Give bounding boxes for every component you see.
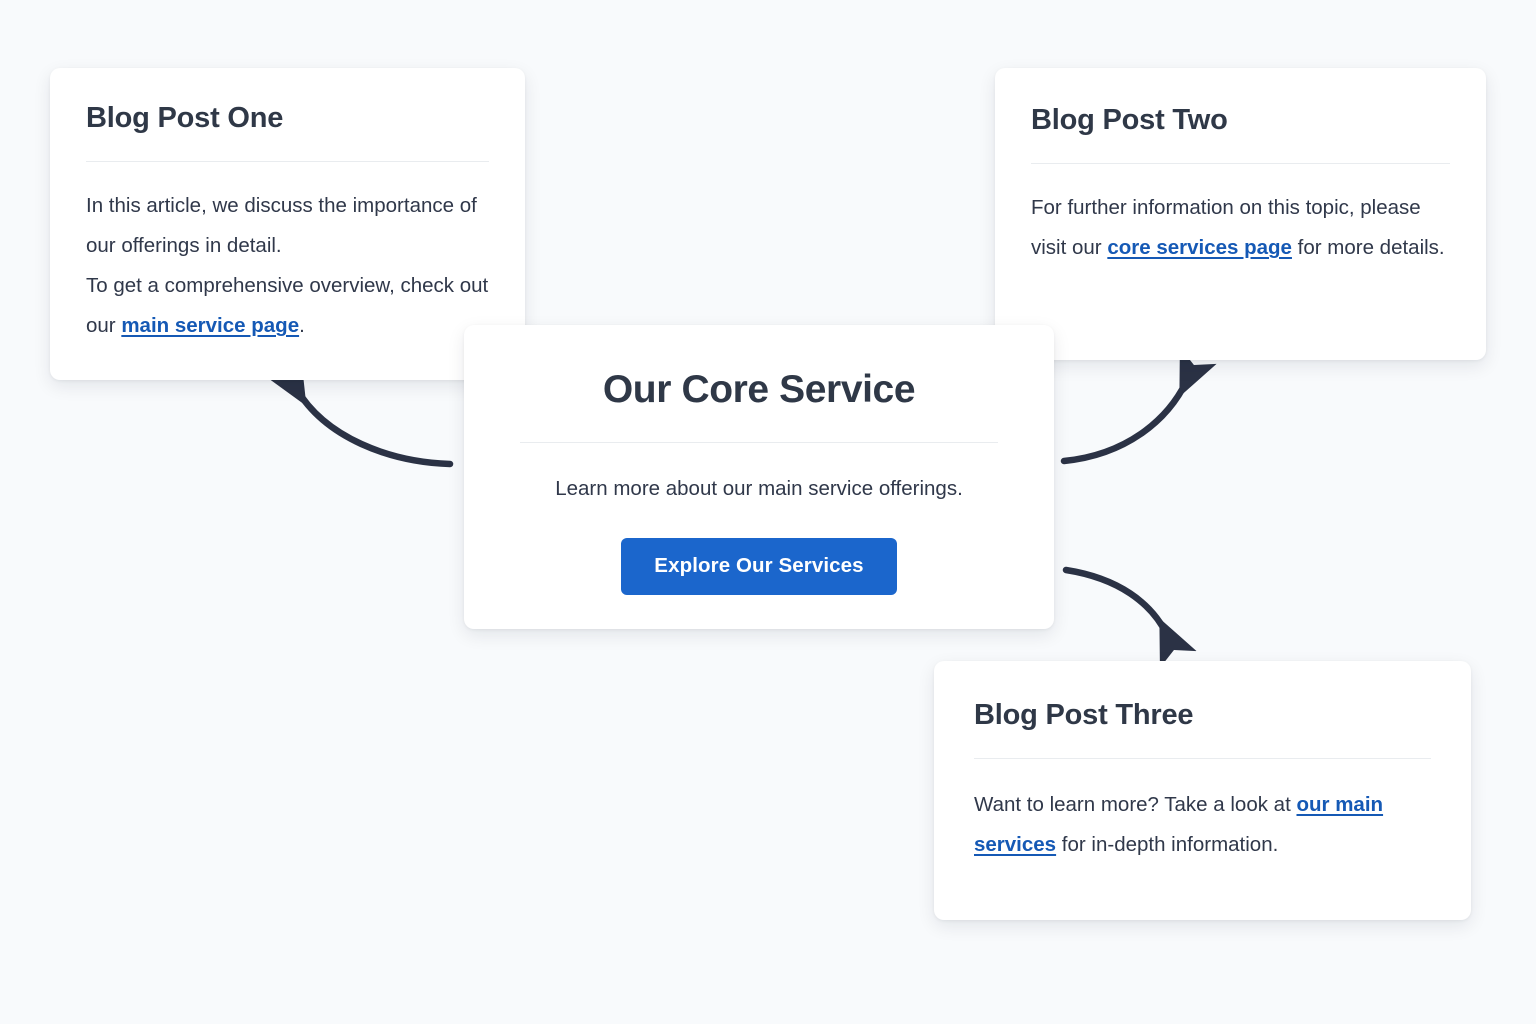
core-service-card[interactable]: Our Core Service Learn more about our ma… (464, 325, 1054, 629)
arrow-to-blog-three (1062, 566, 1197, 668)
blog-post-one-body: In this article, we discuss the importan… (86, 186, 489, 346)
paragraph: Want to learn more? Take a look at our m… (974, 785, 1431, 865)
title-divider (974, 758, 1431, 760)
text-after: for more details. (1291, 236, 1445, 260)
text-after: . (299, 314, 305, 338)
paragraph: To get a comprehensive overview, check o… (86, 266, 489, 346)
core-service-title: Our Core Service (602, 368, 916, 411)
text-before: To get a comprehensive overview, check o… (86, 274, 489, 338)
title-divider (86, 161, 489, 163)
text-before: For further information on this topic, p… (1031, 196, 1421, 260)
blog-post-three-card[interactable]: Blog Post Three Want to learn more? Take… (934, 661, 1471, 920)
title-divider (1031, 163, 1450, 165)
explore-our-services-button[interactable]: Explore Our Services (621, 537, 897, 595)
blog-post-one-title: Blog Post One (86, 102, 284, 134)
paragraph: For further information on this topic, p… (1031, 188, 1450, 268)
arrow-to-blog-two (1060, 347, 1217, 465)
blog-post-two-title: Blog Post Two (1031, 104, 1228, 136)
blog-post-one-card[interactable]: Blog Post One In this article, we discus… (50, 68, 525, 380)
main-service-page-link[interactable]: main service page (121, 314, 300, 338)
blog-post-three-body: Want to learn more? Take a look at our m… (974, 785, 1431, 865)
title-divider (520, 441, 998, 443)
core-services-page-link[interactable]: core services page (1107, 236, 1292, 260)
text-after: for in-depth information. (1056, 833, 1279, 857)
paragraph: In this article, we discuss the importan… (86, 194, 477, 258)
arrow-to-blog-one (266, 356, 454, 468)
our-main-services-link[interactable]: our main services (974, 793, 1384, 857)
blog-post-three-title: Blog Post Three (974, 699, 1194, 731)
blog-post-two-body: For further information on this topic, p… (1031, 188, 1450, 268)
text-before: Want to learn more? Take a look at (974, 793, 1297, 817)
blog-post-two-card[interactable]: Blog Post Two For further information on… (995, 68, 1486, 360)
core-service-subtitle: Learn more about our main service offeri… (555, 476, 963, 500)
